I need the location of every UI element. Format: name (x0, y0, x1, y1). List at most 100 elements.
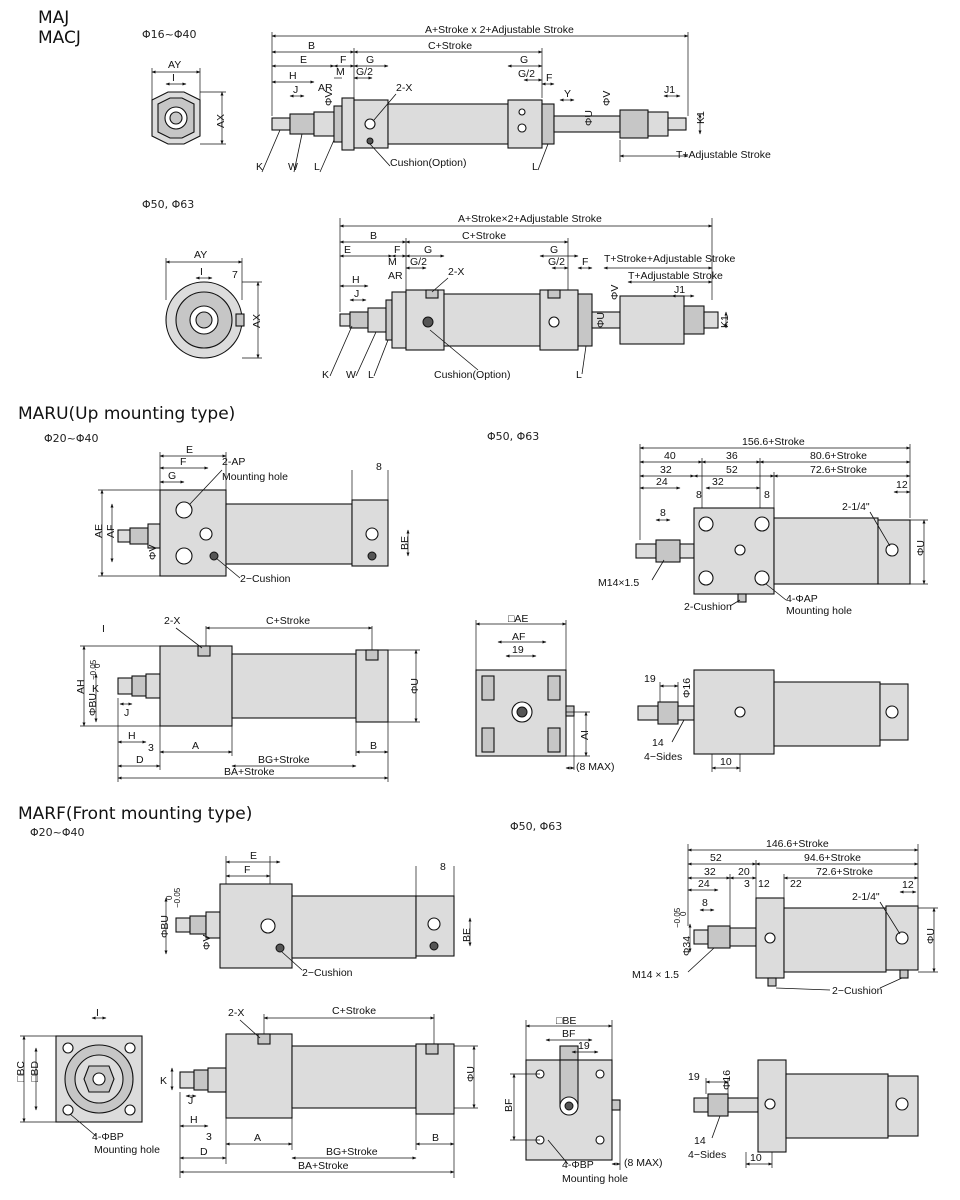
dim-h-large: H (352, 274, 360, 286)
leader-k-large: K (322, 369, 329, 381)
maru-large-ap: 4-ΦAP (786, 593, 818, 605)
dim-f: F (340, 54, 346, 66)
dim-j1-large: J1 (674, 284, 685, 296)
dim-c: C+Stroke (428, 40, 472, 52)
maru-large-side-19: 19 (644, 673, 656, 685)
maru-large-top-view: 156.6+Stroke 40 36 80.6+Stroke 32 52 72.… (598, 436, 928, 617)
dim-g2-large-rear: G/2 (548, 256, 565, 268)
maru-dim-h: H (128, 730, 136, 742)
dim-g-rear: G (520, 54, 528, 66)
marf-dim-b: B (432, 1132, 439, 1144)
marf-large-94: 94.6+Stroke (804, 852, 861, 864)
dim-y: Y (564, 88, 571, 100)
dim-v-rear: ΦV (601, 91, 613, 106)
maru-large-mounting-hole: Mounting hole (786, 605, 852, 617)
marf-dim-tol: −0.05 (173, 887, 182, 908)
marf-dim-k: K (160, 1075, 167, 1087)
maru-dim-af: AF (105, 525, 117, 538)
maru-large-m14: M14×1.5 (598, 577, 639, 589)
marf-large-bp: 4-ΦBP (562, 1159, 594, 1171)
maru-large-52: 52 (726, 464, 738, 476)
maru-large-24: 24 (656, 476, 668, 488)
maru-large-sq-ae: □AE (508, 613, 528, 625)
maru-dim-k: K (92, 683, 99, 695)
dim-f-large-rear: F (582, 256, 588, 268)
marf-small-top-view: E F 8 ΦBU −0.05 0 ΦV BE 2−Cushion (159, 850, 473, 979)
maru-large-32a: 32 (660, 464, 672, 476)
marf-large-cushion: 2−Cushion (832, 985, 883, 997)
marf-dim-bu: ΦBU (159, 915, 171, 938)
marf-large-34tol: −0.05 (673, 907, 682, 928)
maru-large-80: 80.6+Stroke (810, 450, 867, 462)
leader-w: W (288, 161, 298, 173)
dim-ar-large: AR (388, 270, 403, 282)
marf-large-bf-side: BF (503, 1099, 515, 1112)
dim-g-large: G (424, 244, 432, 256)
maru-large-40: 40 (664, 450, 676, 462)
maru-large-12: 12 (896, 479, 908, 491)
dim-b-large: B (370, 230, 377, 242)
marf-large-34tol0: 0 (679, 911, 688, 916)
marf-dim-j: J (188, 1095, 193, 1107)
section-title-maru: MARU(Up mounting type) (18, 404, 236, 424)
leader-k: K (256, 161, 263, 173)
marf-range-large: Φ50, Φ63 (510, 820, 563, 833)
marf-large-8max: (8 MAX) (624, 1157, 663, 1169)
marf-dim-u: ΦU (465, 1066, 477, 1082)
maru-dim-u: ΦU (409, 678, 421, 694)
marf-range-small: Φ20~Φ40 (30, 826, 85, 839)
marf-dim-x: 2-X (228, 1007, 244, 1019)
dim-f-rear: F (546, 72, 552, 84)
maru-dim-x: 2-X (164, 615, 180, 627)
marf-large-side-16: Φ16 (721, 1070, 733, 1090)
marf-dim-e: E (250, 850, 257, 862)
marf-dim-bp: 4-ΦBP (92, 1131, 124, 1143)
marf-large-8: 8 (702, 897, 708, 909)
maru-large-side-10: 10 (720, 756, 732, 768)
leader-cushion-large: Cushion(Option) (434, 369, 510, 381)
marf-large-mounting-hole: Mounting hole (562, 1173, 628, 1185)
maru-dim-j: J (124, 707, 129, 719)
section-title-marf: MARF(Front mounting type) (18, 804, 253, 824)
maru-dim-tol: −0.05 (89, 659, 98, 680)
marf-dim-bd: □BD (29, 1061, 41, 1082)
marf-dim-v: ΦV (201, 935, 213, 950)
marf-dim-bc: □BC (15, 1061, 27, 1082)
marf-dim-h: H (190, 1114, 198, 1126)
maru-dim-3: 3 (148, 742, 154, 754)
dim-x-large: 2-X (448, 266, 464, 278)
dim-t-adj: T+Adjustable Stroke (676, 149, 771, 161)
marf-cushion: 2−Cushion (302, 967, 353, 979)
dim-g2: G/2 (356, 66, 373, 78)
dim-ay-large: AY (194, 249, 207, 261)
section-title-macj: MACJ (38, 28, 81, 48)
marf-dim-bg: BG+Stroke (326, 1146, 378, 1158)
dim-m: M (336, 66, 345, 78)
dim-g2-rear: G/2 (518, 68, 535, 80)
maru-dim-8: 8 (376, 461, 382, 473)
maru-dim-be: BE (399, 536, 411, 550)
bore-range-large: Φ50, Φ63 (142, 198, 195, 211)
marf-large-22: 22 (790, 878, 802, 890)
maru-dim-ap: 2-AP (222, 456, 245, 468)
dim-7: 7 (232, 269, 238, 281)
maru-small-top-view: E F G 2-AP Mounting hole 8 AE AF ΦV BE 2… (93, 444, 411, 585)
maru-dim-bu: ΦBU (87, 693, 99, 716)
dim-b: B (308, 40, 315, 52)
dim-ax: AX (215, 114, 227, 128)
maru-large-side-14: 14 (652, 737, 664, 749)
dim-j: J (293, 84, 298, 96)
maru-dim-b: B (370, 740, 377, 752)
marf-large-m14: M14 × 1.5 (632, 969, 679, 981)
leader-l-large: L (368, 369, 374, 381)
maru-large-port: 2-1/4" (842, 501, 870, 513)
maru-large-ai: AI (579, 730, 591, 740)
section-title-maj: MAJ (38, 8, 70, 28)
maru-dim-bg: BG+Stroke (258, 754, 310, 766)
marf-dim-tol0: 0 (165, 895, 174, 900)
leader-w-large: W (346, 369, 356, 381)
dim-i-large: I (200, 266, 203, 278)
maru-dim-f: F (180, 456, 186, 468)
